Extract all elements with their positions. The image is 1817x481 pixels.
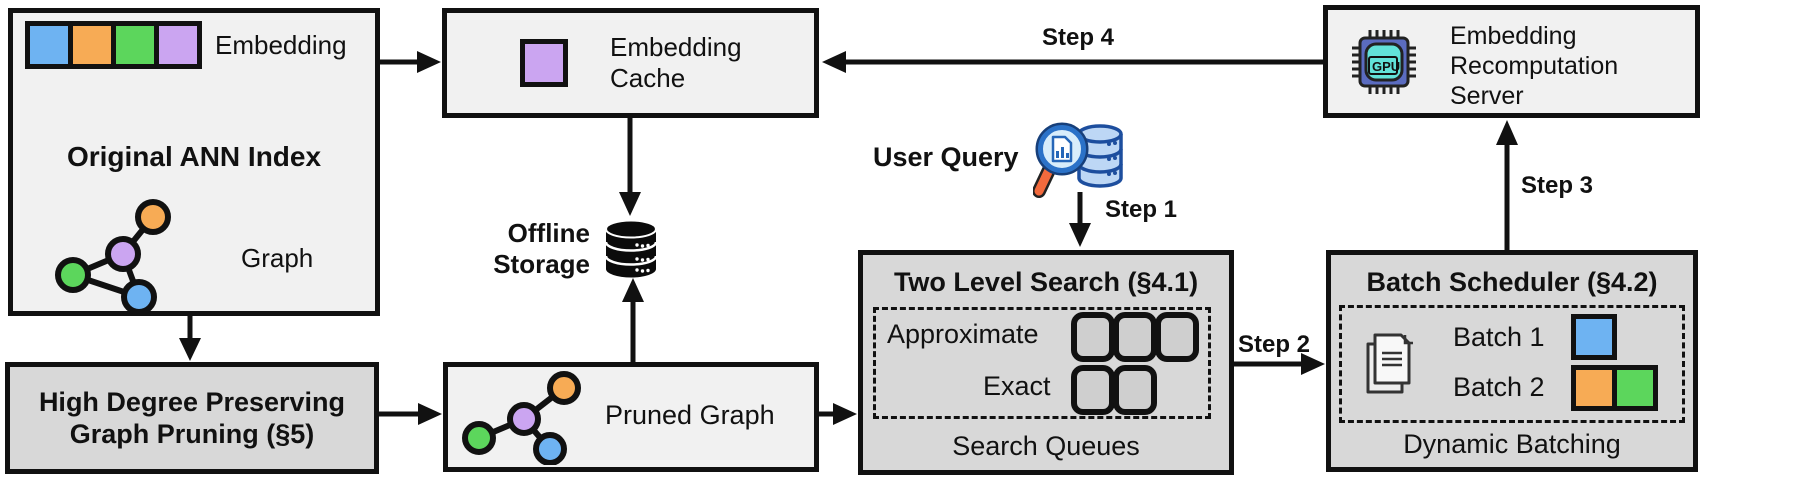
recomputation-server-label: Embedding Recomputation Server xyxy=(1450,22,1619,110)
batch-cell-orange-icon xyxy=(1571,365,1617,411)
gpu-chip-text: GPU xyxy=(1372,59,1400,74)
batch1-cells xyxy=(1571,314,1617,360)
search-queues-caption: Search Queues xyxy=(952,431,1140,461)
cached-embedding-icon xyxy=(520,39,568,87)
embedding-vector-icon xyxy=(25,21,202,69)
step3-label: Step 3 xyxy=(1521,172,1594,199)
queue-slot-icon xyxy=(1155,312,1199,362)
dynamic-batching-caption: Dynamic Batching xyxy=(1403,429,1621,459)
step1-label: Step 1 xyxy=(1105,196,1178,223)
two-level-search-title: Two Level Search (§4.1) xyxy=(893,267,1199,297)
graph-label: Graph xyxy=(241,243,314,273)
database-icon xyxy=(604,219,658,278)
batch-scheduler-title: Batch Scheduler (§4.2) xyxy=(1366,267,1658,297)
gpu-chip-icon: GPU xyxy=(1352,30,1416,94)
step4-label: Step 4 xyxy=(1042,24,1115,51)
dynamic-batching-panel xyxy=(1339,305,1685,423)
queue-slot-icon xyxy=(1071,312,1115,362)
batch2-label: Batch 2 xyxy=(1453,372,1545,402)
queue-slot-icon xyxy=(1113,365,1157,415)
exact-row-label: Exact xyxy=(983,371,1051,401)
approximate-queue-slots xyxy=(1071,312,1199,362)
embedding-cache-box: Embedding Cache xyxy=(442,8,819,118)
embedding-cell-green-icon xyxy=(111,21,159,69)
pruned-graph-icon xyxy=(462,371,581,465)
graph-pruning-box: High Degree Preserving Graph Pruning (§5… xyxy=(5,362,379,474)
queue-slot-icon xyxy=(1071,365,1115,415)
embedding-cell-orange-icon xyxy=(68,21,116,69)
documents-icon xyxy=(1366,333,1413,394)
query-search-icon xyxy=(1033,122,1123,198)
batch-cell-green-icon xyxy=(1612,365,1658,411)
exact-queue-slots xyxy=(1071,365,1157,415)
batch1-label: Batch 1 xyxy=(1453,322,1545,352)
batch-scheduler-box: Batch Scheduler (§4.2) Batch 1 Batch 2 D… xyxy=(1326,250,1698,472)
graph-pruning-title: High Degree Preserving Graph Pruning (§5… xyxy=(38,387,346,449)
user-query-label: User Query xyxy=(873,142,1019,172)
embedding-cache-label: Embedding Cache xyxy=(610,32,742,93)
approximate-row-label: Approximate xyxy=(887,319,1039,349)
embedding-label: Embedding xyxy=(215,30,347,60)
pruned-graph-box: Pruned Graph xyxy=(443,362,819,472)
two-level-search-box: Two Level Search (§4.1) Approximate Exac… xyxy=(858,250,1234,475)
batch2-cells xyxy=(1571,365,1658,411)
offline-storage-label: Offline Storage xyxy=(493,218,590,279)
embedding-cell-purple-icon xyxy=(154,21,202,69)
recomputation-server-box: GPU Embedding Recomputation Server xyxy=(1323,5,1700,118)
batch-cell-blue-icon xyxy=(1571,314,1617,360)
graph-icon xyxy=(55,199,171,314)
queue-slot-icon xyxy=(1113,312,1157,362)
embedding-cell-blue-icon xyxy=(25,21,73,69)
pruned-graph-label: Pruned Graph xyxy=(605,400,775,430)
step2-label: Step 2 xyxy=(1238,331,1311,358)
ann-index-title: Original ANN Index xyxy=(66,141,322,172)
original-ann-index-box: Embedding Original ANN Index Graph xyxy=(8,8,380,316)
search-queues-panel xyxy=(873,307,1211,419)
